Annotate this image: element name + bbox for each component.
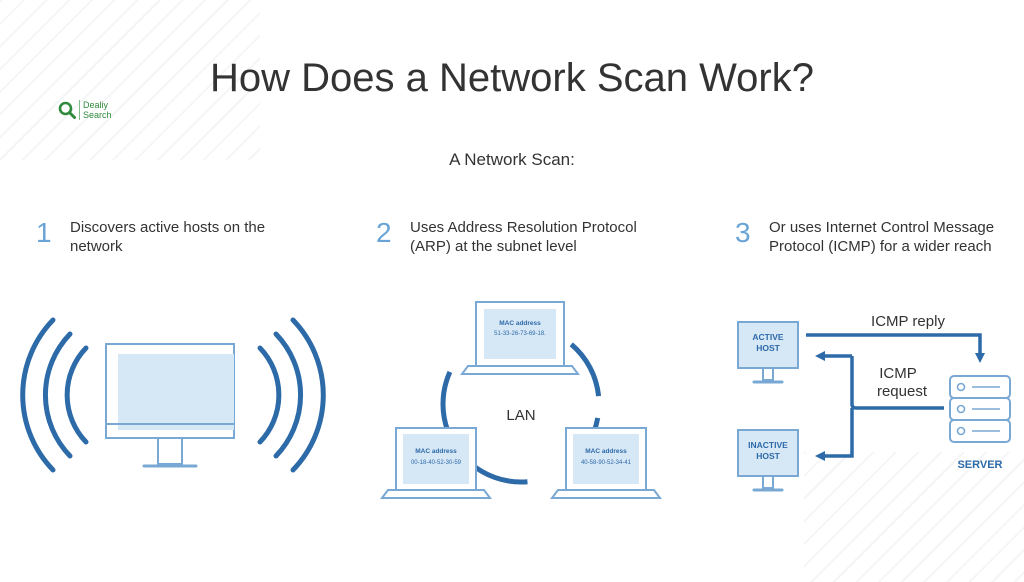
signal-wave-right-outer — [257, 345, 282, 445]
step-3-number: 3 — [735, 217, 751, 248]
step-2-text: Uses Address Resolution Protocol (ARP) a… — [410, 219, 637, 255]
monitor-icon — [105, 343, 235, 468]
lan-label: LAN — [506, 407, 535, 424]
active-host-label-line2: HOST — [756, 343, 780, 353]
page-title: How Does a Network Scan Work? — [210, 56, 814, 100]
step-2-number: 2 — [376, 217, 392, 248]
signal-wave-right-inner — [290, 317, 326, 473]
laptop-bottom-left: MAC address 00-18-40-52-30-59 — [380, 427, 492, 499]
inactive-host-label-line1: INACTIVE — [748, 440, 788, 450]
inactive-host-monitor: INACTIVE HOST — [737, 429, 799, 492]
laptop-bottom-right: MAC address 40-58-90-52-34-41 — [550, 427, 662, 499]
icmp-reply-arrow — [806, 333, 985, 363]
logo-text-line1: Dealiy — [83, 100, 109, 110]
active-host-monitor: ACTIVE HOST — [737, 321, 799, 384]
laptop-left-mac-label: MAC address — [415, 448, 457, 455]
active-host-label-line1: ACTIVE — [752, 332, 784, 342]
signal-wave-left-middle — [42, 331, 73, 459]
laptop-top-mac-label: MAC address — [499, 320, 541, 327]
monitor-signal-illustration — [20, 317, 326, 473]
subtitle: A Network Scan: — [449, 150, 575, 169]
lan-illustration: LAN MAC address 51-33-26-73-69-18. MAC a… — [380, 301, 662, 499]
step-1-text: Discovers active hosts on the network — [70, 219, 266, 255]
logo-text-line2: Search — [83, 110, 112, 120]
laptop-left-mac-value: 00-18-40-52-30-59 — [411, 460, 462, 466]
server-icon: SERVER — [949, 375, 1011, 471]
step-3: 3 Or uses Internet Control Message Proto… — [735, 218, 1024, 256]
icmp-request-arrow-inactive — [815, 408, 854, 461]
magnifier-logo-icon — [58, 101, 76, 119]
icmp-request-label-line2: request — [877, 383, 928, 400]
logo: Dealiy Search — [58, 100, 127, 120]
step-1-number: 1 — [36, 217, 52, 248]
icmp-request-trunk-up — [850, 356, 944, 410]
signal-wave-right-middle — [273, 331, 304, 459]
icmp-reply-label: ICMP reply — [871, 313, 945, 330]
laptop-top-mac-value: 51-33-26-73-69-18. — [494, 331, 546, 337]
icmp-request-label-line1: ICMP — [879, 365, 917, 382]
laptop-right-mac-label: MAC address — [585, 448, 627, 455]
signal-wave-left-outer — [64, 345, 89, 445]
server-label: SERVER — [957, 459, 1002, 471]
step-2: 2 Uses Address Resolution Protocol (ARP)… — [376, 218, 675, 256]
laptop-right-mac-value: 40-58-90-52-34-41 — [581, 460, 632, 466]
laptop-top: MAC address 51-33-26-73-69-18. — [460, 301, 580, 375]
icmp-illustration: ACTIVE HOST INACTIVE HOST SERVER ICMP re… — [737, 313, 1011, 492]
signal-wave-left-inner — [20, 317, 56, 473]
step-3-text: Or uses Internet Control Message Protoco… — [769, 219, 995, 255]
step-1: 1 Discovers active hosts on the network — [36, 218, 300, 256]
inactive-host-label-line2: HOST — [756, 451, 780, 461]
